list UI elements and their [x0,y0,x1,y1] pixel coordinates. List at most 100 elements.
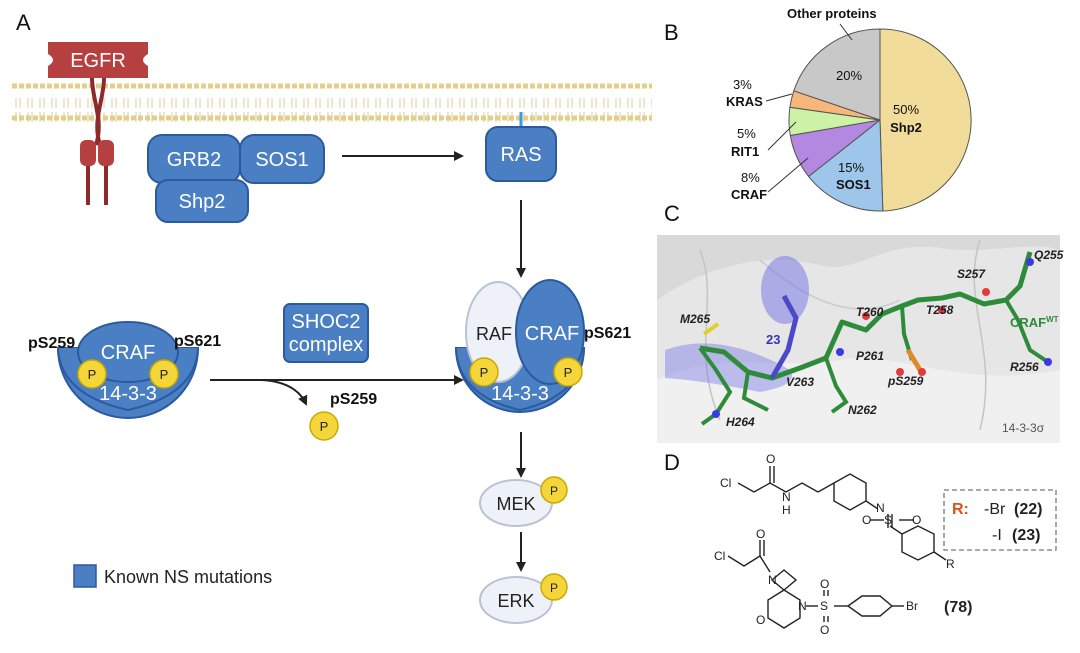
pie-slice-sos1 [807,118,884,212]
panel-label-d: D [664,450,680,475]
pie-label-craf-name: CRAF [731,187,767,202]
shp2-box: Shp2 [155,179,249,223]
pie-slice-other-proteins [793,28,881,121]
residue-r256: R256 [1010,360,1039,374]
atom-o-5: O [756,613,765,627]
active-raf-complex: RAF CRAF 14-3-3 P P [454,279,586,413]
right-ps621-label: pS621 [584,325,631,342]
ras-box: RAS [485,112,557,182]
compound-78-structure [727,540,904,629]
mek-node: MEK P [479,476,568,527]
atom-n-4: N [798,599,807,613]
legend-text: Known NS mutations [104,567,272,587]
egfr-label: EGFR [70,50,126,72]
atom-r: R [946,557,955,571]
erk-phospho: P [550,581,558,595]
pie-label-sos1-name: SOS1 [836,177,871,192]
protein-label: 14-3-3σ [1002,421,1045,435]
svg-text:RAS: RAS [500,144,541,166]
panel-label-c: C [664,201,680,226]
r-group-box: R: -Br (22) -I (23) [943,489,1057,551]
residue-h264: H264 [726,415,755,429]
pie-label-shp2-name: Shp2 [890,120,922,135]
residue-q255: Q255 [1034,248,1064,262]
pie-label-kras-name: KRAS [726,94,763,109]
pie-chart [788,28,972,212]
residue-n262: N262 [848,403,877,417]
residue-labels: Q255 S257 T260 T258 M265 P261 R256 V263 … [680,248,1064,435]
crystal-structure-image [657,235,1060,443]
atom-cl-2: Cl [714,549,725,563]
residue-ps259: pS259 [887,374,924,388]
mek-phospho: P [550,484,558,498]
panel-label-a: A [16,10,31,35]
craf-wt-label: CRAFWT [1010,315,1059,330]
left-craf-label: CRAF [101,342,155,364]
grb2-box: GRB2 [147,134,241,184]
atom-o-6: O [820,577,829,591]
atom-br: Br [906,599,918,613]
panel-label-b: B [664,20,679,45]
atom-n-3: N [768,573,777,587]
svg-text:SOS1: SOS1 [255,149,308,171]
pie-label-rit1-name: RIT1 [731,144,759,159]
inactive-craf-complex: CRAF 14-3-3 P P [56,321,200,419]
residue-m265: M265 [680,312,710,326]
erk-node: ERK P [479,573,568,624]
left-phospho-2: P [160,367,169,382]
atom-cl-1: Cl [720,476,731,490]
shoc2-complex-box: SHOC2 complex [283,303,369,363]
atom-s-2: S [820,599,828,613]
pie-label-sos1-pct: 15% [838,160,864,175]
pie-slice-shp2 [879,28,972,212]
svg-text:complex: complex [289,334,363,356]
svg-text:ERK: ERK [497,591,534,611]
atom-o-2: O [912,513,921,527]
svg-text:Shp2: Shp2 [179,191,226,213]
residue-v263: V263 [786,375,814,389]
atom-n-2: N [876,501,885,515]
r-group-br: -Br [984,501,1006,518]
right-phospho-1: P [480,365,489,380]
pie-label-rit1-pct: 5% [737,126,756,141]
compound-22-23-atoms: Cl O N H N S O O R [720,452,955,571]
residue-t258: T258 [926,303,954,317]
left-phospho-1: P [88,367,97,382]
compound-22-23-structure [737,466,947,561]
atom-o-7: O [820,623,829,637]
compound-78-id: (78) [944,599,972,616]
atom-h-1: H [782,503,791,517]
right-phospho-2: P [564,365,573,380]
released-ps259-label: pS259 [330,391,377,408]
pie-label-other-pct: 20% [836,68,862,83]
arrow-phosphate-release [261,379,308,406]
r-group-label: R: [952,501,969,518]
atom-n-1: N [782,490,791,504]
residue-t260: T260 [856,305,884,319]
atom-o-3: O [862,513,871,527]
r-group-i: -I [992,527,1002,544]
right-14-3-3-label: 14-3-3 [491,383,549,405]
compound-22-id: (22) [1014,501,1042,518]
pie-label-other-name: Other proteins [787,6,877,21]
sos1-box: SOS1 [239,134,325,184]
right-craf-label: CRAF [525,323,579,345]
left-ps621-label: pS621 [174,333,221,350]
residue-p261: P261 [856,349,884,363]
svg-text:P: P [320,419,329,434]
egfr-receptor: EGFR [48,42,148,205]
released-phosphate [309,411,339,441]
residue-s257: S257 [957,267,986,281]
atom-s-1: S [884,513,892,527]
pie-label-shp2-pct: 50% [893,102,919,117]
svg-text:GRB2: GRB2 [167,149,221,171]
pie-label-craf-pct: 8% [741,170,760,185]
legend: Known NS mutations [73,564,272,588]
atom-o-1: O [766,452,775,466]
legend-swatch [73,564,97,588]
ligand-label: 23 [766,332,780,347]
pie-label-kras-pct: 3% [733,77,752,92]
left-ps259-label: pS259 [28,335,75,352]
atom-o-4: O [756,527,765,541]
